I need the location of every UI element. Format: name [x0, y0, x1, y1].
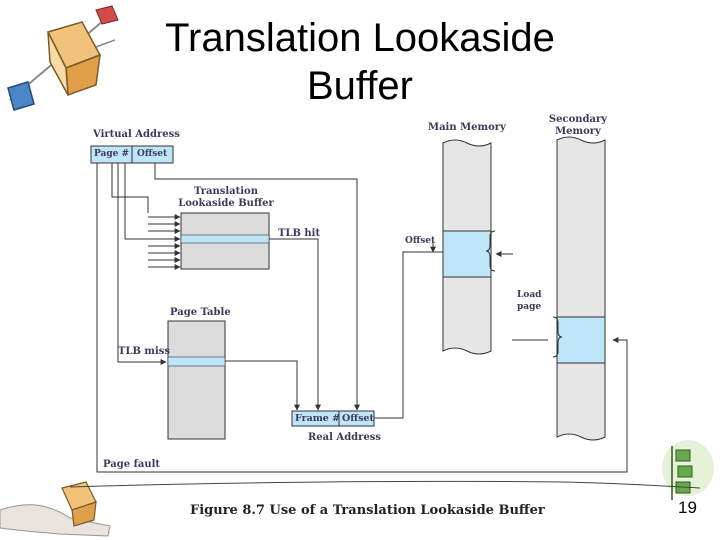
main-memory-column: [442, 139, 496, 355]
tlb-miss-label: TLB miss: [118, 346, 171, 357]
frame-offset-field: Offset: [342, 413, 374, 424]
load-page-path: [495, 251, 548, 341]
page-number-field: Page #: [94, 149, 130, 159]
load-page-line2: page: [517, 302, 542, 312]
tlb-hit-path: [269, 238, 321, 411]
secondary-memory-line2: Memory: [555, 126, 601, 137]
page-table-label: Page Table: [170, 307, 231, 318]
decorative-curve: [69, 480, 701, 489]
tlb-hit-label: TLB hit: [278, 228, 321, 239]
tlb-title-line2: Lookaside Buffer: [178, 198, 274, 209]
offset-field: Offset: [137, 149, 168, 159]
offset-label: Offset: [405, 236, 436, 246]
tlb-box: [180, 212, 270, 270]
secondary-memory-column: [552, 136, 606, 441]
real-address-label: Real Address: [308, 432, 382, 443]
virtual-address-box: [90, 145, 174, 164]
page-number: 19: [678, 498, 697, 517]
decorative-hand-clipart: [0, 481, 111, 537]
slide-title: Translation Lookaside Buffer: [165, 16, 555, 108]
page-number-path: [111, 163, 181, 365]
virtual-address-label: Virtual Address: [93, 129, 180, 140]
tlb-input-lines: [148, 214, 181, 270]
page-fault-label: Page fault: [103, 459, 161, 470]
main-memory-label: Main Memory: [428, 122, 506, 133]
page-fault-path: [96, 163, 628, 473]
real-address-path: [374, 240, 443, 419]
frame-number-field: Frame #: [295, 413, 341, 424]
tlb-title-line1: Translation: [194, 186, 258, 197]
decorative-cubes-clipart: [7, 5, 119, 111]
load-page-line1: Load: [517, 290, 542, 300]
page-table-box: [167, 320, 226, 440]
figure-caption: Figure 8.7 Use of a Translation Lookasid…: [190, 503, 545, 518]
page-table-path: [225, 360, 300, 411]
secondary-memory-line1: Secondary: [548, 114, 608, 125]
offset-path: [154, 163, 360, 411]
